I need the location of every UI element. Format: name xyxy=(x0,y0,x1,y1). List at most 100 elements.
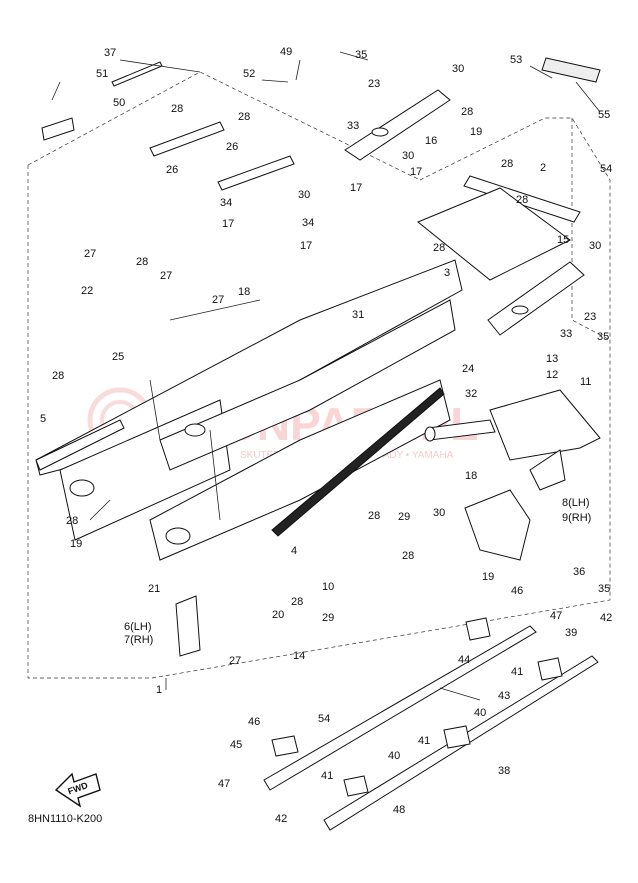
callout-c49: 49 xyxy=(280,46,292,58)
callout-c22: 22 xyxy=(81,285,93,297)
callout-c10: 10 xyxy=(322,581,334,593)
callout-c8: 8(LH) xyxy=(562,497,590,509)
drawing-code: 8HN1110-K200 xyxy=(28,813,102,825)
callout-c34b: 34 xyxy=(302,217,314,229)
callout-c18a: 18 xyxy=(238,286,250,298)
callout-c27c: 27 xyxy=(212,294,224,306)
plate-3 xyxy=(417,187,571,281)
callout-c6: 6(LH) xyxy=(124,621,152,633)
callout-c28f: 28 xyxy=(433,242,445,254)
callout-c33b: 33 xyxy=(560,328,572,340)
callout-c42b: 42 xyxy=(275,813,287,825)
callout-c12: 12 xyxy=(546,369,558,381)
callout-c17d: 17 xyxy=(300,240,312,252)
callout-c27a: 27 xyxy=(84,248,96,260)
tunnel-plate-55 xyxy=(541,57,601,83)
callout-c35b: 35 xyxy=(597,331,609,343)
callout-c33a: 33 xyxy=(347,120,359,132)
callout-c11: 11 xyxy=(580,376,591,388)
callout-c43: 43 xyxy=(498,690,510,702)
callout-c23a: 23 xyxy=(368,78,380,90)
callout-c41b: 41 xyxy=(418,735,430,747)
callout-c3: 3 xyxy=(444,267,450,279)
fwd-arrow-icon: FWD xyxy=(54,772,101,808)
callout-c50: 50 xyxy=(113,97,125,109)
callout-c55: 55 xyxy=(598,109,610,121)
callout-c4: 4 xyxy=(291,545,297,557)
callout-c15: 15 xyxy=(557,234,569,246)
callout-c13: 13 xyxy=(546,353,558,365)
callout-c44: 44 xyxy=(458,654,470,666)
callout-c24: 24 xyxy=(462,363,474,375)
callout-c45: 45 xyxy=(230,739,242,751)
callout-c17c: 17 xyxy=(222,218,234,230)
callout-c47b: 47 xyxy=(218,778,230,790)
callout-c54a: 54 xyxy=(600,163,612,175)
callout-c46a: 46 xyxy=(511,585,523,597)
callout-c32: 32 xyxy=(465,388,477,400)
callout-c20: 20 xyxy=(272,609,284,621)
callout-c47a: 47 xyxy=(550,610,562,622)
callout-c28a: 28 xyxy=(171,103,183,115)
callout-c19a: 19 xyxy=(470,126,482,138)
bracket-2 xyxy=(463,175,581,223)
strip-37 xyxy=(111,61,163,87)
callout-c53: 53 xyxy=(510,54,522,66)
callout-c30e: 30 xyxy=(433,507,445,519)
rail-bracket-45 xyxy=(271,735,299,757)
callout-c17a: 17 xyxy=(410,166,422,178)
callout-c7: 7(RH) xyxy=(124,634,153,646)
callout-c28l: 28 xyxy=(291,596,303,608)
callout-c30b: 30 xyxy=(402,150,414,162)
callout-c25: 25 xyxy=(112,351,124,363)
callout-c51: 51 xyxy=(96,68,108,80)
bracket-15 xyxy=(487,261,585,336)
callout-c17b: 17 xyxy=(350,182,362,194)
callout-c28b: 28 xyxy=(238,111,250,123)
callout-c41a: 41 xyxy=(511,666,523,678)
plate-50 xyxy=(41,117,75,141)
callout-c40a: 40 xyxy=(474,707,486,719)
callout-c14: 14 xyxy=(293,650,305,662)
callout-c5: 5 xyxy=(40,413,46,425)
callout-c42a: 42 xyxy=(600,612,612,624)
callout-c31: 31 xyxy=(352,309,364,321)
callout-c26b: 26 xyxy=(226,141,238,153)
callout-c28c: 28 xyxy=(461,106,473,118)
callout-c30a: 30 xyxy=(452,63,464,75)
callout-c26a: 26 xyxy=(166,164,178,176)
muffler-assembly-11 xyxy=(424,389,601,491)
callout-c27b: 27 xyxy=(160,270,172,282)
callout-c52: 52 xyxy=(243,68,255,80)
callout-c48: 48 xyxy=(393,804,405,816)
callout-c28d: 28 xyxy=(501,158,513,170)
callout-c29a: 29 xyxy=(398,511,410,523)
callout-c19c: 19 xyxy=(482,571,494,583)
bracket-16 xyxy=(344,89,451,161)
callout-c30d: 30 xyxy=(589,240,601,252)
callout-c18b: 18 xyxy=(465,470,477,482)
heat-exchanger-rail xyxy=(271,387,445,537)
callout-c35c: 35 xyxy=(598,583,610,595)
callout-c28h: 28 xyxy=(52,370,64,382)
tunnel-frame xyxy=(35,259,463,561)
assembly-boundary xyxy=(27,71,611,679)
callout-c21: 21 xyxy=(148,583,160,595)
callout-c37: 37 xyxy=(104,47,116,59)
strip-26-lower xyxy=(217,155,295,191)
bracket-6-7 xyxy=(175,595,201,657)
callout-c9: 9(RH) xyxy=(562,512,591,524)
callout-c28i: 28 xyxy=(66,515,78,527)
callout-c36: 36 xyxy=(573,566,585,578)
callout-c19b: 19 xyxy=(70,538,82,550)
strip-26-upper xyxy=(149,121,225,157)
callout-c35a: 35 xyxy=(355,49,367,61)
callout-c27d: 27 xyxy=(229,655,241,667)
callout-c16: 16 xyxy=(425,135,437,147)
callout-c28j: 28 xyxy=(368,510,380,522)
callout-c28k: 28 xyxy=(402,550,414,562)
callout-c39: 39 xyxy=(565,627,577,639)
callout-c46b: 46 xyxy=(248,716,260,728)
